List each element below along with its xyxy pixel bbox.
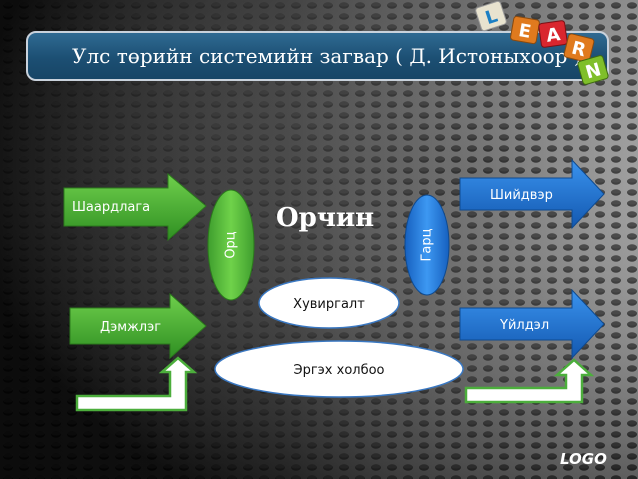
environment-label: Орчин (276, 203, 375, 233)
input-oval-label: Орц (224, 231, 239, 258)
process-oval-label: Хувиргалт (293, 297, 365, 312)
feedback-oval-label: Эргэх холбоо (294, 363, 385, 378)
output-arrow-decisions-label: Шийдвэр (490, 188, 553, 203)
output-arrow-decisions: Шийдвэр (459, 158, 605, 230)
output-arrow-actions: Үйлдэл (459, 288, 605, 360)
feedback-arrow-right (464, 358, 595, 404)
output-oval-label: Гарц (420, 228, 435, 261)
slide-title: Улс төрийн системийн загвар ( Д. Истоных… (72, 44, 582, 68)
logo: LOGO (560, 450, 607, 468)
output-oval: Гарц (404, 194, 450, 296)
input-oval: Орц (207, 189, 255, 301)
input-arrow-demands-label: Шаардлага (72, 200, 150, 215)
output-arrow-actions-label: Үйлдэл (499, 318, 549, 333)
input-arrow-support-label: Дэмжлэг (100, 320, 161, 335)
input-arrow-support: Дэмжлэг (69, 292, 207, 360)
feedback-arrow-left (75, 356, 198, 412)
process-oval: Хувиргалт (258, 277, 400, 329)
input-arrow-demands: Шаардлага (63, 172, 207, 242)
feedback-oval: Эргэх холбоо (214, 340, 464, 398)
